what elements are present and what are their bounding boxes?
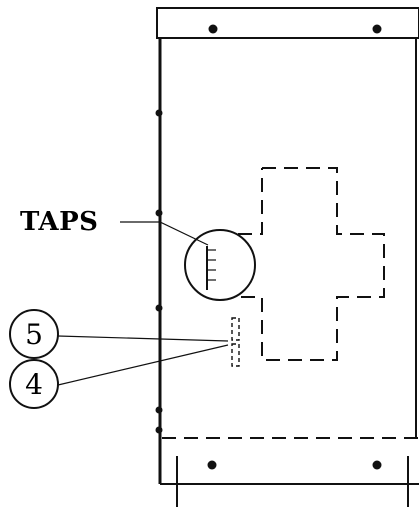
callout-4-circle	[9, 359, 59, 409]
callout-5-number: 5	[25, 318, 43, 351]
terminal-upper-hidden	[231, 317, 240, 341]
callout-4: 4	[9, 344, 229, 409]
top-bracket-hole-right	[372, 24, 382, 34]
callout-5: 5	[9, 309, 229, 359]
taps-access-circle	[184, 229, 256, 301]
taps-leader-line	[120, 221, 209, 246]
base-hole-right	[372, 460, 382, 470]
enclosure-body	[155, 38, 417, 484]
callout-5-leader	[57, 335, 229, 342]
side-screw-3	[155, 304, 163, 312]
top-bracket-hole-left	[208, 24, 218, 34]
terminal-lower-hidden	[231, 343, 240, 367]
callout-4-leader	[57, 344, 229, 386]
internal-core-hidden-outline	[238, 167, 385, 361]
terminal-hardware-hidden	[231, 317, 240, 367]
top-bracket	[156, 7, 419, 39]
bottom-base	[160, 437, 419, 507]
taps-label: TAPS	[20, 207, 98, 237]
taps-circle	[184, 229, 256, 301]
callout-4-number: 4	[25, 368, 43, 401]
base-hole-left	[207, 460, 217, 470]
top-bracket-outline	[156, 7, 419, 39]
side-screw-4	[155, 406, 163, 414]
callout-5-circle	[9, 309, 59, 359]
side-screw-2	[155, 209, 163, 217]
side-screw-5	[155, 426, 163, 434]
side-screw-1	[155, 109, 163, 117]
